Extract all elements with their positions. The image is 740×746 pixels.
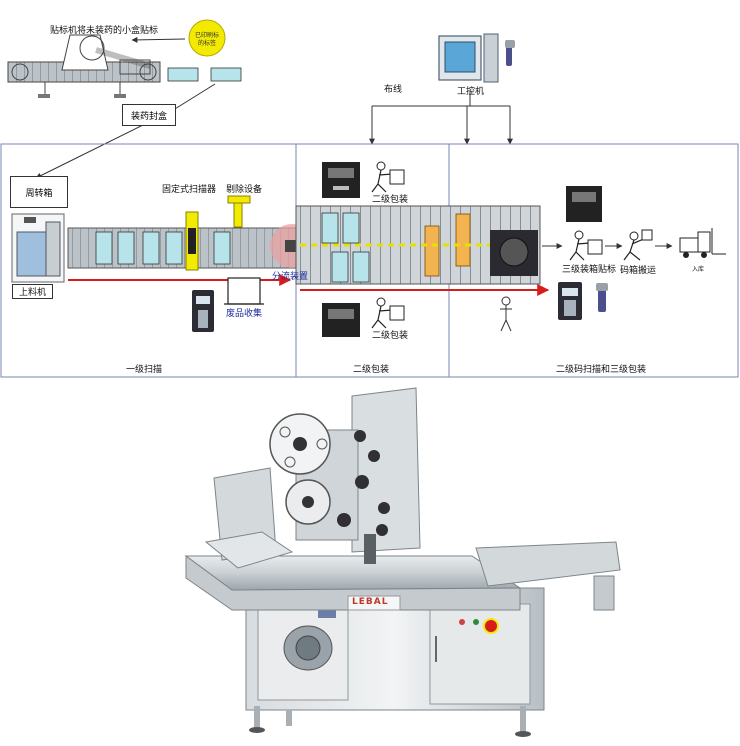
warehouse-label: 入库: [692, 266, 705, 273]
fixed-scanner-label: 固定式扫描器: [162, 185, 217, 195]
seal-to-tote-arrow: [35, 123, 146, 179]
printed-label-badge-line2: 的标签: [197, 40, 216, 47]
printer-top-icon: [322, 162, 360, 198]
forklift-icon: [679, 228, 726, 258]
labeler-sketch: [7, 34, 161, 98]
operator-icon: [500, 296, 512, 332]
printed-label-badge-line1: 已印刷标: [194, 32, 219, 39]
printer-bottom-icon: [322, 303, 360, 337]
section-tertiary-caption: 二级码扫描和三级包装: [556, 365, 647, 375]
feed-line-a: [169, 83, 216, 113]
tertiary-packer-icon: [569, 230, 603, 261]
primary-boxes: [95, 231, 231, 265]
tertiary-scanner-device: [558, 282, 582, 320]
section-primary-caption: 一级扫描: [126, 365, 163, 375]
secondary-scanner-icon: [490, 230, 538, 276]
packer-bottom-icon: [371, 297, 405, 329]
secondary-boxes: [321, 212, 370, 283]
industrial-pc-label: 工控机: [457, 87, 485, 97]
printed-label-badge: [188, 19, 226, 57]
scanner-device-icon: [192, 290, 214, 332]
label-cartons: [424, 213, 471, 277]
loader-label: 上料机: [12, 284, 54, 299]
reject-device-icon: [227, 195, 251, 228]
handheld-scanner-icon: [596, 283, 608, 312]
loader-machine-icon: [11, 213, 65, 283]
section-secondary-caption: 二级包装: [353, 365, 390, 375]
labeling-machine-photo: [184, 387, 621, 737]
packer-top-icon: [371, 161, 405, 193]
palletize-icon: [623, 229, 653, 261]
waste-collect-label: 废品收集: [226, 309, 263, 319]
printer-tertiary-icon: [566, 186, 602, 222]
diverter-label: 分流装置: [272, 272, 309, 282]
tertiary-label-text: 三级装箱贴标: [562, 265, 617, 275]
labeler-note-arrow: [131, 36, 186, 43]
reject-device-label: 剔除设备: [226, 185, 263, 195]
palletize-label: 码箱搬运: [620, 266, 657, 276]
secondary-pack-top-label: 二级包装: [372, 195, 409, 205]
pack-box-1: [167, 67, 199, 82]
wiring-label: 布线: [384, 85, 403, 95]
pack-box-2: [210, 67, 242, 82]
tote-box: 周转箱: [10, 176, 68, 208]
pack-seal-box: 装药封盒: [122, 104, 176, 126]
machine-brand-plate: LEBAL: [352, 597, 389, 607]
labeler-note: 贴标机将未装药的小盒贴标: [50, 26, 159, 36]
industrial-pc-icon: [438, 33, 515, 83]
fixed-scanner-icon: [185, 211, 199, 271]
waste-bin-icon: [224, 277, 264, 305]
secondary-pack-bottom-label: 二级包装: [372, 331, 409, 341]
